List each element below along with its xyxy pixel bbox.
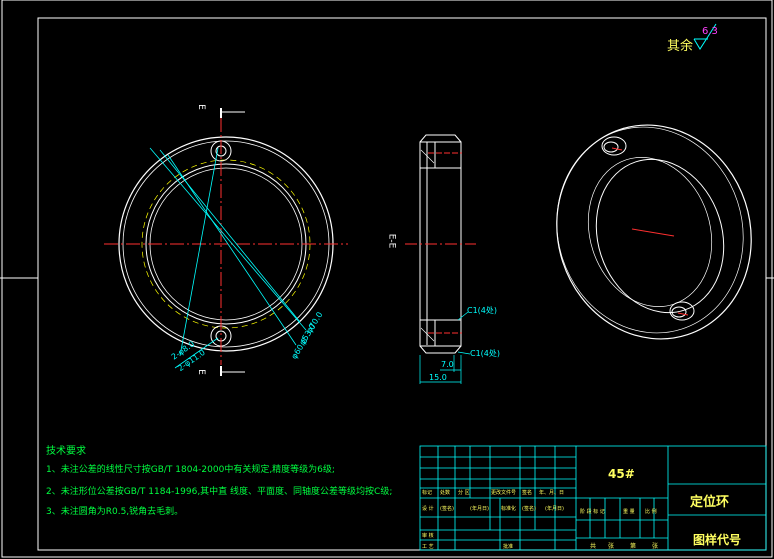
tb-weight: 重 量	[623, 509, 635, 515]
roughness-prefix: 其余	[667, 39, 694, 54]
tb-sheet-unit: 张	[652, 543, 659, 550]
tb-standard-date: (年月日)	[545, 506, 564, 512]
isometric-view	[556, 124, 752, 340]
tb-sign: 签名	[522, 490, 533, 496]
dim-chamfer-bottom: C1(4处)	[470, 349, 501, 358]
tb-review: 审 核	[422, 533, 434, 539]
tb-mark: 标记	[422, 490, 433, 496]
tech-req-item: 1、未注公差的线性尺寸按GB/T 1804-2000中有关规定,精度等级为6级;	[46, 465, 335, 475]
tb-approve: 批准	[503, 544, 514, 550]
roughness-icon	[693, 23, 717, 50]
tb-process: 工 艺	[422, 544, 434, 550]
title-block	[419, 445, 767, 551]
tb-sheets-unit: 张	[608, 543, 615, 550]
tb-standard: 标准化	[501, 506, 517, 512]
tb-standard-sign: (签名)	[522, 506, 536, 512]
inner-frame	[37, 17, 767, 551]
tb-design-date: (年月日)	[470, 506, 489, 512]
section-marker-top: E	[195, 104, 206, 110]
roughness-value: 6.3	[702, 26, 718, 37]
front-view	[104, 108, 348, 376]
dim-chamfer-top: C1(4处)	[467, 306, 498, 315]
tech-req-item: 3、未注圆角为R0.5,锐角去毛刺。	[46, 507, 184, 517]
tech-req-title: 技术要求	[46, 446, 86, 457]
material: 45#	[608, 467, 635, 481]
tb-count: 处数	[440, 490, 451, 496]
tb-sheets-total: 共	[590, 543, 597, 550]
tb-stage: 阶 段 标 记	[580, 509, 605, 515]
tb-sheet-no: 第	[630, 543, 637, 550]
drawing-no-label: 图样代号	[693, 533, 742, 547]
section-marker-bottom: E	[195, 369, 206, 375]
part-name: 定位环	[690, 495, 730, 510]
tb-design-sign: (签名)	[440, 506, 454, 512]
tech-req-item: 2、未注形位公差按GB/T 1184-1996,其中直 线度、平面度、同轴度公差…	[46, 487, 393, 497]
section-view	[405, 134, 476, 384]
dim-width-total: 15.0	[429, 373, 447, 382]
tb-zone: 分 区	[458, 490, 470, 496]
tb-change-doc: 更改文件号	[491, 490, 517, 496]
tb-design: 设 计	[422, 506, 434, 512]
section-label: E-E	[386, 233, 397, 249]
tb-scale: 比 例	[645, 509, 657, 515]
dim-width-small: 7.0	[441, 360, 454, 369]
tb-date: 年、月、日	[539, 490, 565, 496]
